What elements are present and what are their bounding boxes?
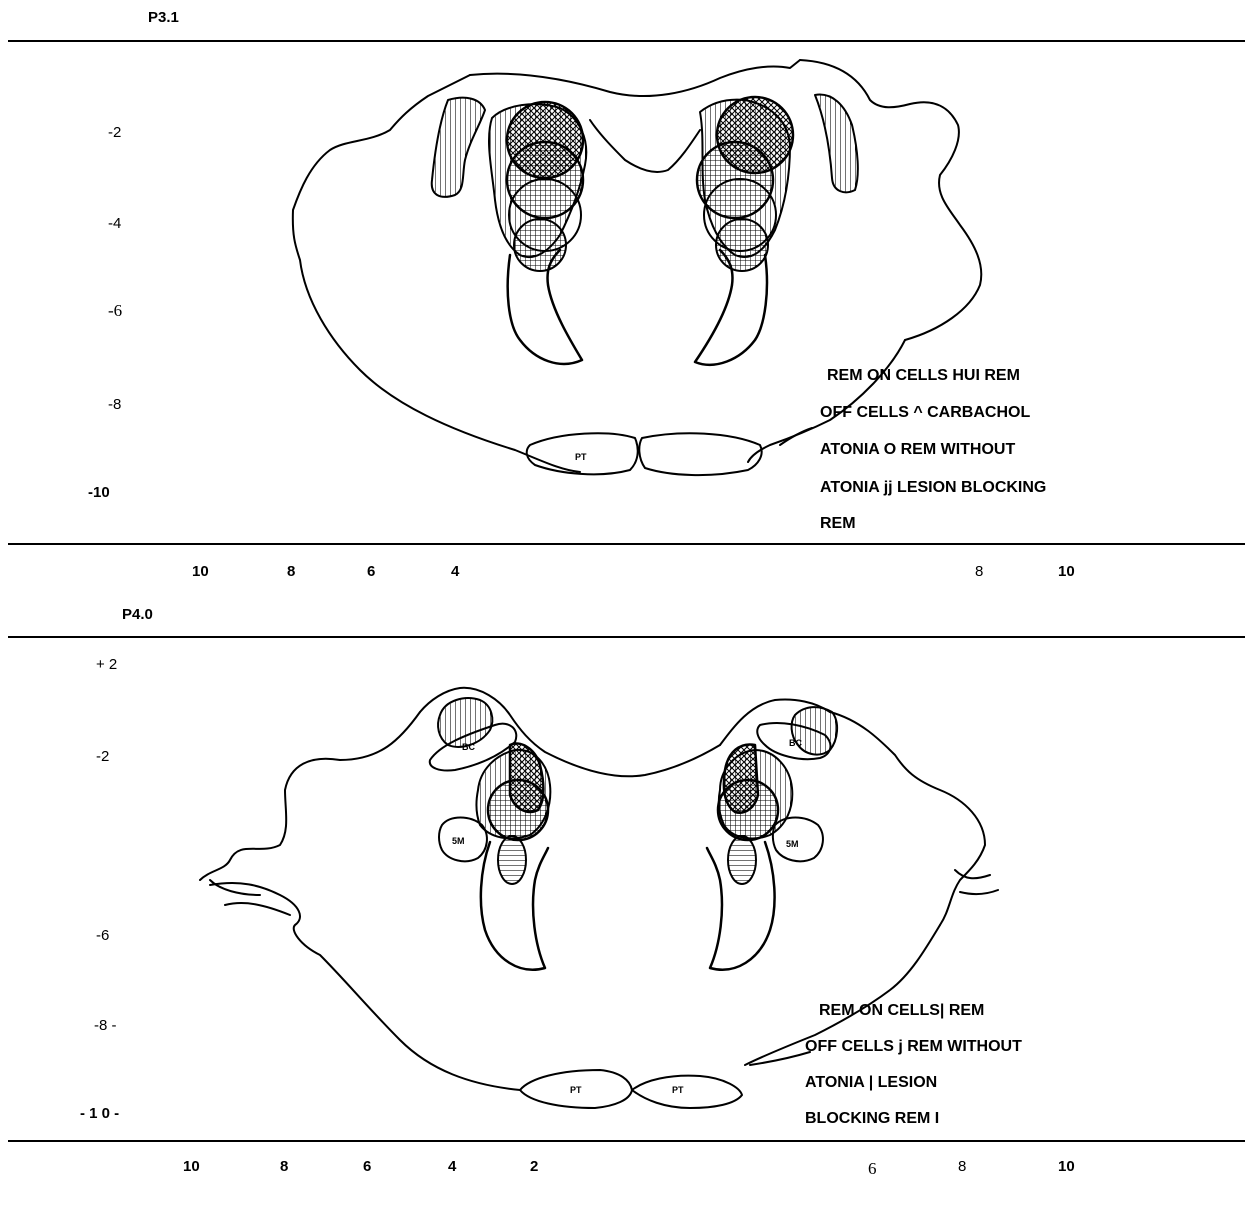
- p2-right-nuclei: [707, 744, 823, 969]
- p2-left-nuclei: [439, 744, 550, 970]
- p2-5m-label-left: 5M: [452, 836, 465, 846]
- p2-pt-label-left: PT: [570, 1085, 582, 1095]
- p2-bc-label-left: BC: [462, 742, 475, 752]
- p2-pt-structures: [520, 1070, 742, 1108]
- p1-pt-label: PT: [575, 452, 587, 462]
- p1-section-outline: [293, 60, 981, 472]
- p2-pt-label-right: PT: [672, 1085, 684, 1095]
- p1-right-nuclei: [695, 95, 858, 365]
- p1-left-nuclei: [432, 98, 587, 364]
- p2-section-outline: [200, 688, 998, 1090]
- p2-5m-label-right: 5M: [786, 839, 799, 849]
- p2-bc-label-right: BC: [789, 738, 802, 748]
